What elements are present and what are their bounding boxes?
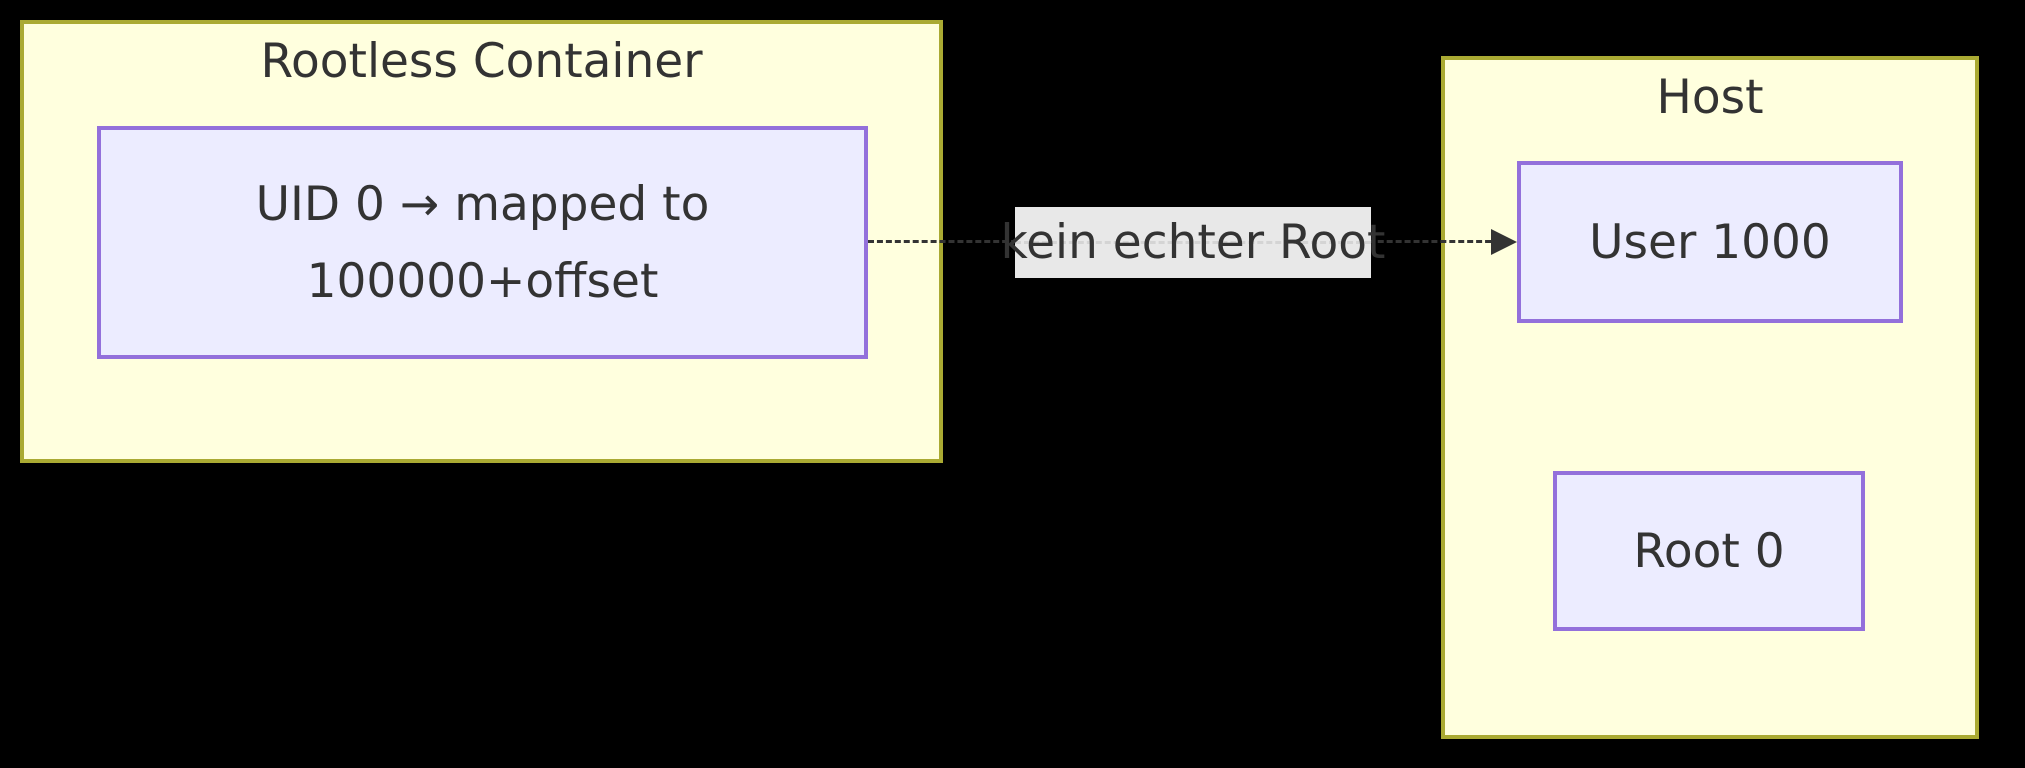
- mapping-edge-label: kein echter Root: [1001, 207, 1385, 278]
- uid-mapping-node-line1: UID 0 → mapped to: [255, 176, 710, 232]
- user-1000-node: User 1000: [1517, 161, 1903, 323]
- uid-mapping-node: UID 0 → mapped to 100000+offset: [97, 126, 868, 359]
- mapping-edge-arrowhead-icon: [1491, 229, 1517, 255]
- user-1000-node-label: User 1000: [1589, 214, 1831, 270]
- rootless-container-title: Rootless Container: [260, 34, 703, 89]
- mapping-edge-label-text: kein echter Root: [1000, 215, 1386, 270]
- rootless-container-group: Rootless Container UID 0 → mapped to 100…: [20, 20, 943, 463]
- uid-mapping-node-line2: 100000+offset: [306, 253, 659, 309]
- host-container-group: Host User 1000 Root 0: [1441, 56, 1979, 739]
- root-0-node: Root 0: [1553, 471, 1865, 631]
- mapping-edge-label-dash-underlay: [1015, 241, 1371, 244]
- root-0-node-label: Root 0: [1633, 523, 1785, 579]
- host-container-title: Host: [1656, 70, 1764, 125]
